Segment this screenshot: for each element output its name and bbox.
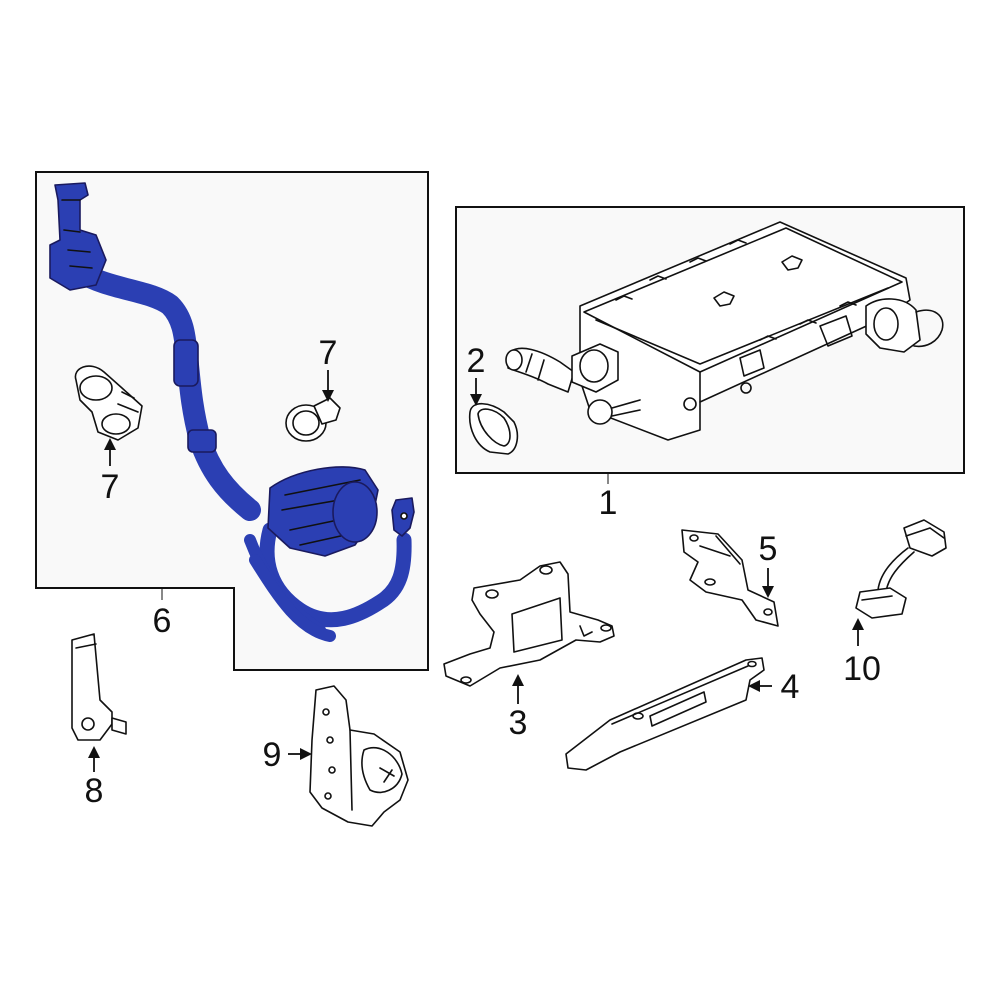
callout-9: 9 <box>263 736 312 774</box>
part-7-clip-left[interactable] <box>74 365 143 441</box>
part-9-bracket[interactable] <box>309 685 409 827</box>
callout-label-6: 6 <box>153 602 172 640</box>
callout-7-left: 7 <box>101 438 120 506</box>
part-5-bracket[interactable] <box>681 529 779 627</box>
part-6-highlighted-cable[interactable] <box>49 182 415 642</box>
callout-4: 4 <box>748 668 799 706</box>
callout-7-right: 7 <box>319 334 338 402</box>
callout-label-3: 3 <box>509 704 528 742</box>
callout-label-9: 9 <box>263 736 282 774</box>
part-2-gasket[interactable] <box>468 402 519 455</box>
callout-8: 8 <box>85 746 104 810</box>
callout-10: 10 <box>843 618 881 688</box>
part-4-bracket[interactable] <box>565 657 765 771</box>
part-10-harness[interactable] <box>855 519 947 619</box>
callout-5: 5 <box>759 530 778 598</box>
callout-1: 1 <box>599 473 618 522</box>
callout-label-10: 10 <box>843 650 881 688</box>
callout-label-5: 5 <box>759 530 778 568</box>
callout-3: 3 <box>509 674 528 742</box>
part-3-bracket[interactable] <box>443 561 615 687</box>
part-1-module[interactable] <box>505 221 944 441</box>
part-7-clip-right[interactable] <box>285 397 341 442</box>
callout-label-1: 1 <box>599 484 618 522</box>
part-1-group[interactable]: 2 <box>455 206 965 474</box>
callout-label-7-right: 7 <box>319 334 338 372</box>
callout-label-8: 8 <box>85 772 104 810</box>
callout-label-2: 2 <box>467 342 486 380</box>
callout-label-4: 4 <box>781 668 800 706</box>
callout-6: 6 <box>153 588 172 640</box>
callout-2: 2 <box>467 342 486 406</box>
part-8-sensor[interactable] <box>71 633 127 741</box>
part-6-group[interactable]: 7 7 <box>35 171 429 671</box>
callout-label-7-left: 7 <box>101 468 120 506</box>
